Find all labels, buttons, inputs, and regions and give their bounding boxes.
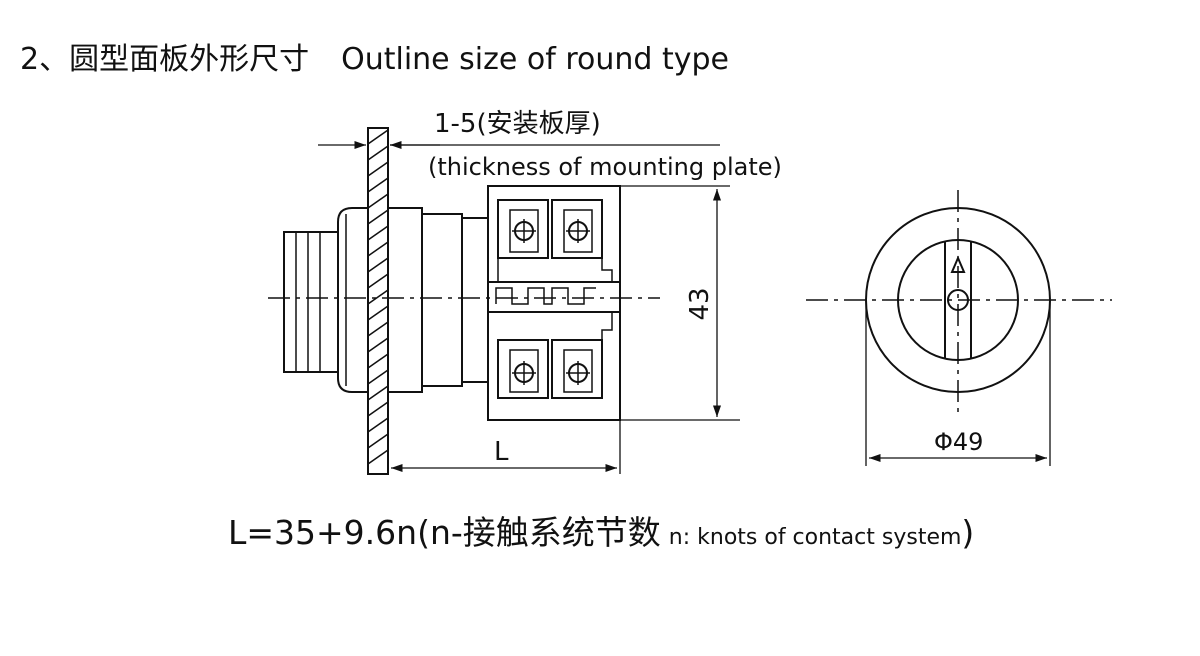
height-label: 43 [685,287,715,320]
formula-note: n: knots of contact system [668,525,962,550]
body-neck [421,213,463,387]
formula-main: L=35+9.6n(n-接触系统节数 [228,513,661,552]
plate-thickness-label: 1-5(安装板厚) [434,109,601,139]
contact-link [495,287,596,305]
upper-contact-block [497,199,613,282]
diameter-label: Φ49 [934,428,983,456]
body-flange [387,207,423,393]
height-dimension [620,185,740,421]
length-dimension [391,420,621,474]
contact-block-frame [487,185,621,421]
mounting-plate [367,127,389,475]
knob-grip [283,231,339,373]
plate-thickness-label-en: (thickness of mounting plate) [428,153,782,181]
side-view: 1-5(安装板厚) (thickness of mounting plate) … [268,109,782,475]
diameter-dimension [865,300,1051,466]
diagram-title: 2、圆型面板外形尺寸 Outline size of round type [20,34,729,78]
knob-handle [944,242,972,358]
length-label: L [494,437,509,467]
title-chinese: 2、圆型面板外形尺寸 [20,42,310,77]
pointer-arrow-icon [950,255,966,273]
formula-close: ) [961,513,975,552]
front-view: Φ49 [806,190,1112,466]
knob-pivot-icon [947,289,969,311]
lower-contact-block [497,312,613,399]
length-formula: L=35+9.6n(n-接触系统节数 n: knots of contact sy… [228,506,974,554]
knob-cap [337,207,369,393]
title-english: Outline size of round type [341,42,729,77]
